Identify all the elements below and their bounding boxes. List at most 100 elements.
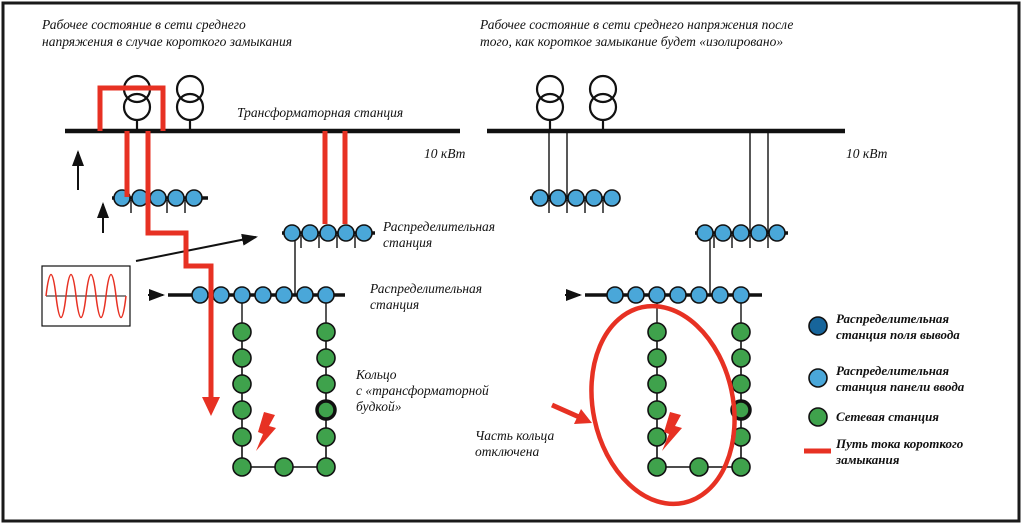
network-station-nodes: [647, 322, 752, 477]
network-station-node: [232, 348, 252, 368]
input-station-node: [714, 224, 732, 242]
input-station-node: [283, 224, 301, 242]
legend-network-station-icon: [808, 407, 828, 427]
input-station-node: [355, 224, 373, 242]
input-station-node: [732, 286, 750, 304]
network-station-node: [647, 322, 667, 342]
input-station-node: [750, 224, 768, 242]
legend-short-circuit-line2: замыкания: [835, 452, 900, 467]
distribution-lower-label-line2: станция: [370, 297, 419, 312]
input-station-node: [606, 286, 624, 304]
input-station-node: [185, 189, 203, 207]
sine-wave: [45, 273, 127, 319]
input-station-node: [317, 286, 335, 304]
distribution-station-nodes: [531, 189, 786, 304]
network-station-node: [316, 427, 336, 447]
disconnected-pointer-arrow: [550, 402, 592, 424]
network-station-node: [731, 374, 751, 394]
legend-output-station-icon: [808, 316, 828, 336]
ring-lines: [656, 332, 742, 468]
network-station-nodes: [232, 322, 337, 477]
left-diagram: Рабочее состояние в сети среднего напряж…: [41, 17, 495, 477]
left-title-line2: напряжения в случае короткого замыкания: [42, 34, 292, 49]
ring-label-line2: с «трансформаторной: [356, 383, 489, 398]
legend-output-station-line1: Распределительная: [836, 311, 949, 326]
input-station-node: [567, 189, 585, 207]
input-station-node: [549, 189, 567, 207]
input-station-node: [711, 286, 729, 304]
network-station-node: [316, 457, 336, 477]
legend-input-station-line1: Распределительная: [836, 363, 949, 378]
legend-short-circuit-line1: Путь тока короткого: [835, 436, 964, 451]
left-bus-voltage-label: 10 кВт: [424, 146, 466, 161]
input-station-node: [254, 286, 272, 304]
input-station-node: [669, 286, 687, 304]
input-station-node: [603, 189, 621, 207]
right-diagram: Рабочее состояние в сети среднего напряж…: [475, 17, 888, 507]
network-station-node: [731, 322, 751, 342]
network-station-node: [647, 400, 667, 420]
oscillogram-pointer-arrow: [135, 233, 258, 262]
input-station-node: [337, 224, 355, 242]
distribution-station-nodes: [113, 189, 373, 304]
legend: Распределительная станция поля вывода Ра…: [804, 311, 965, 467]
network-station-node: [647, 374, 667, 394]
network-station-node: [689, 457, 709, 477]
ring-lines: [241, 332, 327, 468]
input-station-node: [296, 286, 314, 304]
network-station-node: [731, 457, 751, 477]
network-station-node: [232, 374, 252, 394]
input-station-node: [301, 224, 319, 242]
transformer-icon: [175, 74, 205, 131]
short-circuit-path: [97, 85, 348, 451]
distribution-lower-label-line1: Распределительная: [369, 281, 482, 296]
network-station-node: [274, 457, 294, 477]
input-station-node: [233, 286, 251, 304]
transformer-icon: [535, 74, 565, 131]
ring-label-line1: Кольцо: [355, 367, 397, 382]
input-station-node: [275, 286, 293, 304]
disconnected-label-line1: Часть кольца: [475, 428, 554, 443]
left-title-line1: Рабочее состояние в сети среднего: [41, 17, 246, 32]
input-station-node: [696, 224, 714, 242]
network-station-node: [232, 400, 252, 420]
network-station-node: [647, 348, 667, 368]
legend-input-station-line2: станция панели ввода: [836, 379, 965, 394]
network-station-node: [731, 348, 751, 368]
isolation-ellipse: [589, 303, 737, 507]
input-station-node: [768, 224, 786, 242]
distribution-mid-label-line2: станция: [383, 235, 432, 250]
input-station-node: [191, 286, 209, 304]
input-station-node: [319, 224, 337, 242]
feeder-ticks: [548, 200, 769, 248]
feeder-ticks: [130, 200, 356, 248]
distribution-mid-label-line1: Распределительная: [382, 219, 495, 234]
right-title-line1: Рабочее состояние в сети среднего напряж…: [479, 17, 793, 32]
network-station-node: [647, 457, 667, 477]
short-circuit-segment: [145, 131, 214, 399]
network-station-node: [232, 427, 252, 447]
transformer-icon: [588, 74, 618, 131]
input-station-node: [627, 286, 645, 304]
network-station-node: [232, 457, 252, 477]
input-station-node: [648, 286, 666, 304]
input-station-node: [531, 189, 549, 207]
disconnected-label-line2: отключена: [475, 444, 539, 459]
input-station-node: [585, 189, 603, 207]
input-station-node: [149, 189, 167, 207]
legend-network-station-line1: Сетевая станция: [836, 409, 939, 424]
transformer-station-label: Трансформаторная станция: [237, 105, 403, 120]
network-station-node: [232, 322, 252, 342]
input-station-node: [690, 286, 708, 304]
input-station-node: [167, 189, 185, 207]
network-station-node: [316, 322, 336, 342]
short-circuit-arrowhead: [202, 397, 220, 416]
ring-label-line3: будкой»: [356, 399, 402, 414]
legend-input-station-icon: [808, 368, 828, 388]
right-bus-voltage-label: 10 кВт: [846, 146, 888, 161]
oscillogram: [41, 265, 131, 327]
fault-lightning-icon: [662, 412, 682, 451]
transformer-icon: [122, 74, 152, 131]
network-station-node: [316, 374, 336, 394]
